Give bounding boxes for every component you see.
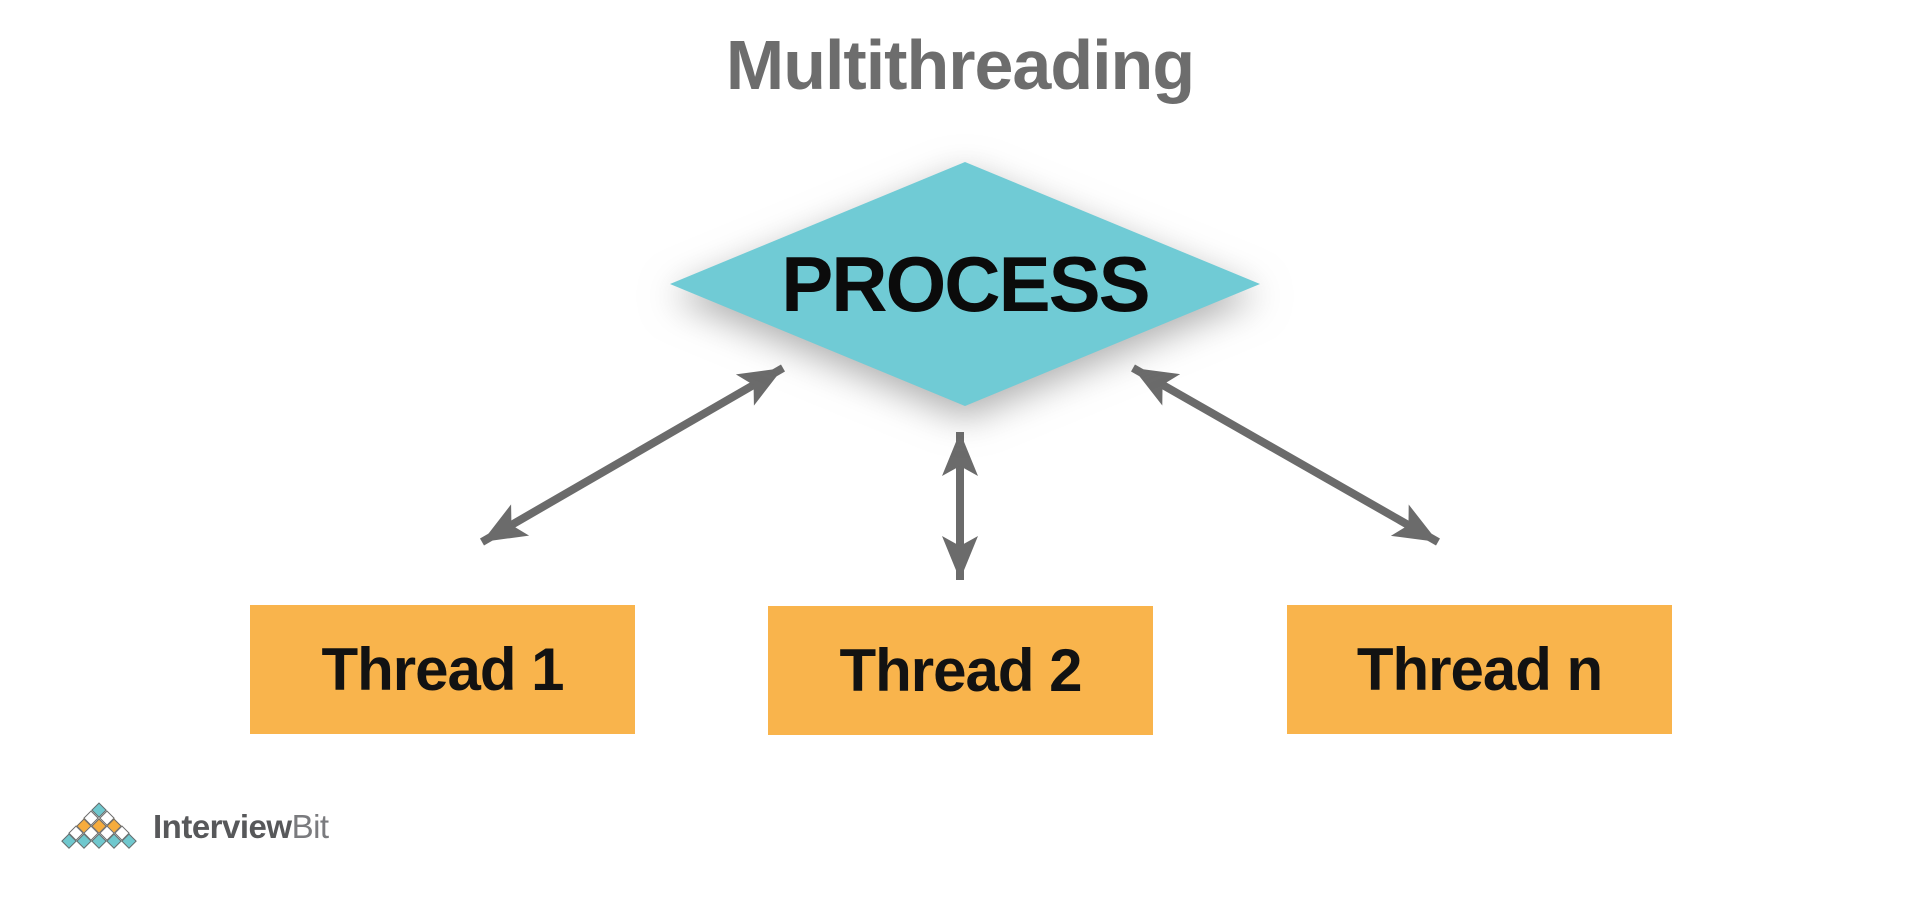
thread1-node: Thread 1 (250, 605, 635, 734)
process-label: PROCESS (781, 240, 1150, 328)
brand-name-primary: Interview (153, 807, 292, 845)
thread2-node: Thread 2 (768, 606, 1153, 735)
arrow-process-thread1 (479, 364, 786, 546)
interviewbit-logo: InterviewBit (60, 801, 329, 851)
process-node: PROCESS (670, 162, 1260, 406)
interviewbit-wordmark: InterviewBit (153, 810, 329, 843)
thread1-label: Thread 1 (321, 635, 564, 703)
diagram-title: Multithreading (725, 26, 1195, 104)
thread2-label: Thread 2 (839, 636, 1082, 704)
interviewbit-pyramid-icon (60, 801, 138, 851)
arrow-process-threadn (1131, 364, 1440, 546)
process-diamond-shape: PROCESS (670, 162, 1260, 406)
threadn-node: Thread n (1287, 605, 1672, 734)
threadn-label: Thread n (1356, 635, 1603, 703)
brand-name-secondary: Bit (291, 807, 330, 845)
